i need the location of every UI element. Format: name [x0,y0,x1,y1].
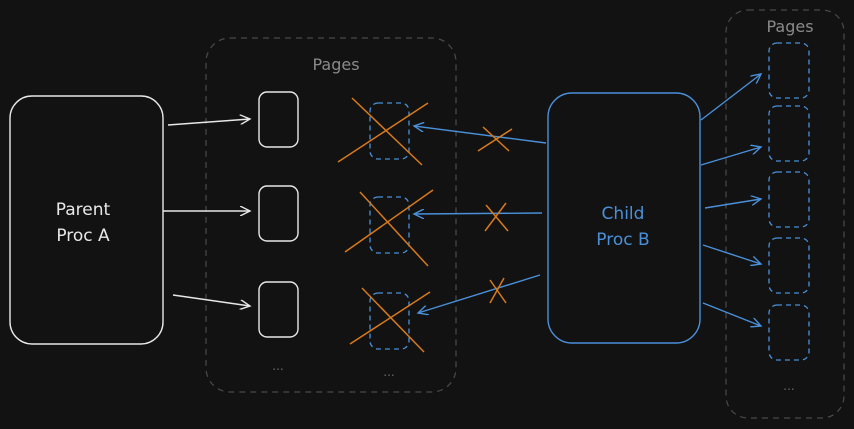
arrow-cross-mark-2 [484,202,509,232]
child-process-label-line2: Proc B [596,230,649,250]
arrow-cross-mark-1 [477,126,513,152]
child-to-crossed-page-arrow-2 [414,213,543,214]
child-to-crossed-page-arrow-1 [414,126,547,144]
crossed-page-2 [369,196,410,254]
child-to-own-page-arrow-1 [700,74,761,121]
child-to-own-page-arrow-4 [702,244,761,264]
child-to-own-page-arrow-5 [702,302,761,326]
shared-page-2 [258,185,299,242]
crossed-page-3 [369,292,410,350]
parent-to-page-arrow-3 [172,294,250,306]
child-page-3 [768,171,810,228]
parent-process-box [9,95,164,345]
parent-process: Parent Proc A [9,95,164,345]
shared-page-1 [258,91,299,148]
pages-group-right [725,9,845,419]
pages-left-ellipsis-2: ... [383,365,394,379]
pages-group-left-title: Pages [312,55,359,74]
crossed-page-1 [369,102,410,160]
arrow-cross-mark-3 [489,277,507,304]
child-process: Child Proc B [547,92,701,344]
child-process-box [547,92,701,344]
pages-left-ellipsis-1: ... [272,359,283,373]
parent-process-label-line2: Proc A [56,226,110,246]
child-page-4 [768,237,810,294]
page-cross-mark-1 [337,97,429,166]
pages-right-ellipsis: ... [783,379,794,393]
shared-page-3 [258,281,299,338]
child-page-5 [768,304,810,361]
child-to-crossed-page-arrow-3 [418,274,541,313]
child-to-own-page-arrow-2 [700,147,761,166]
child-page-2 [768,105,810,162]
parent-process-label-line1: Parent [56,200,111,220]
page-cross-mark-3 [349,287,431,353]
page-cross-mark-2 [344,189,434,267]
child-process-label-line1: Child [602,204,645,224]
child-to-own-page-arrow-3 [704,199,761,209]
pages-group-left [205,37,457,393]
child-page-1 [768,42,810,99]
parent-to-page-arrow-1 [167,119,250,126]
pages-group-right-title: Pages [766,17,813,36]
